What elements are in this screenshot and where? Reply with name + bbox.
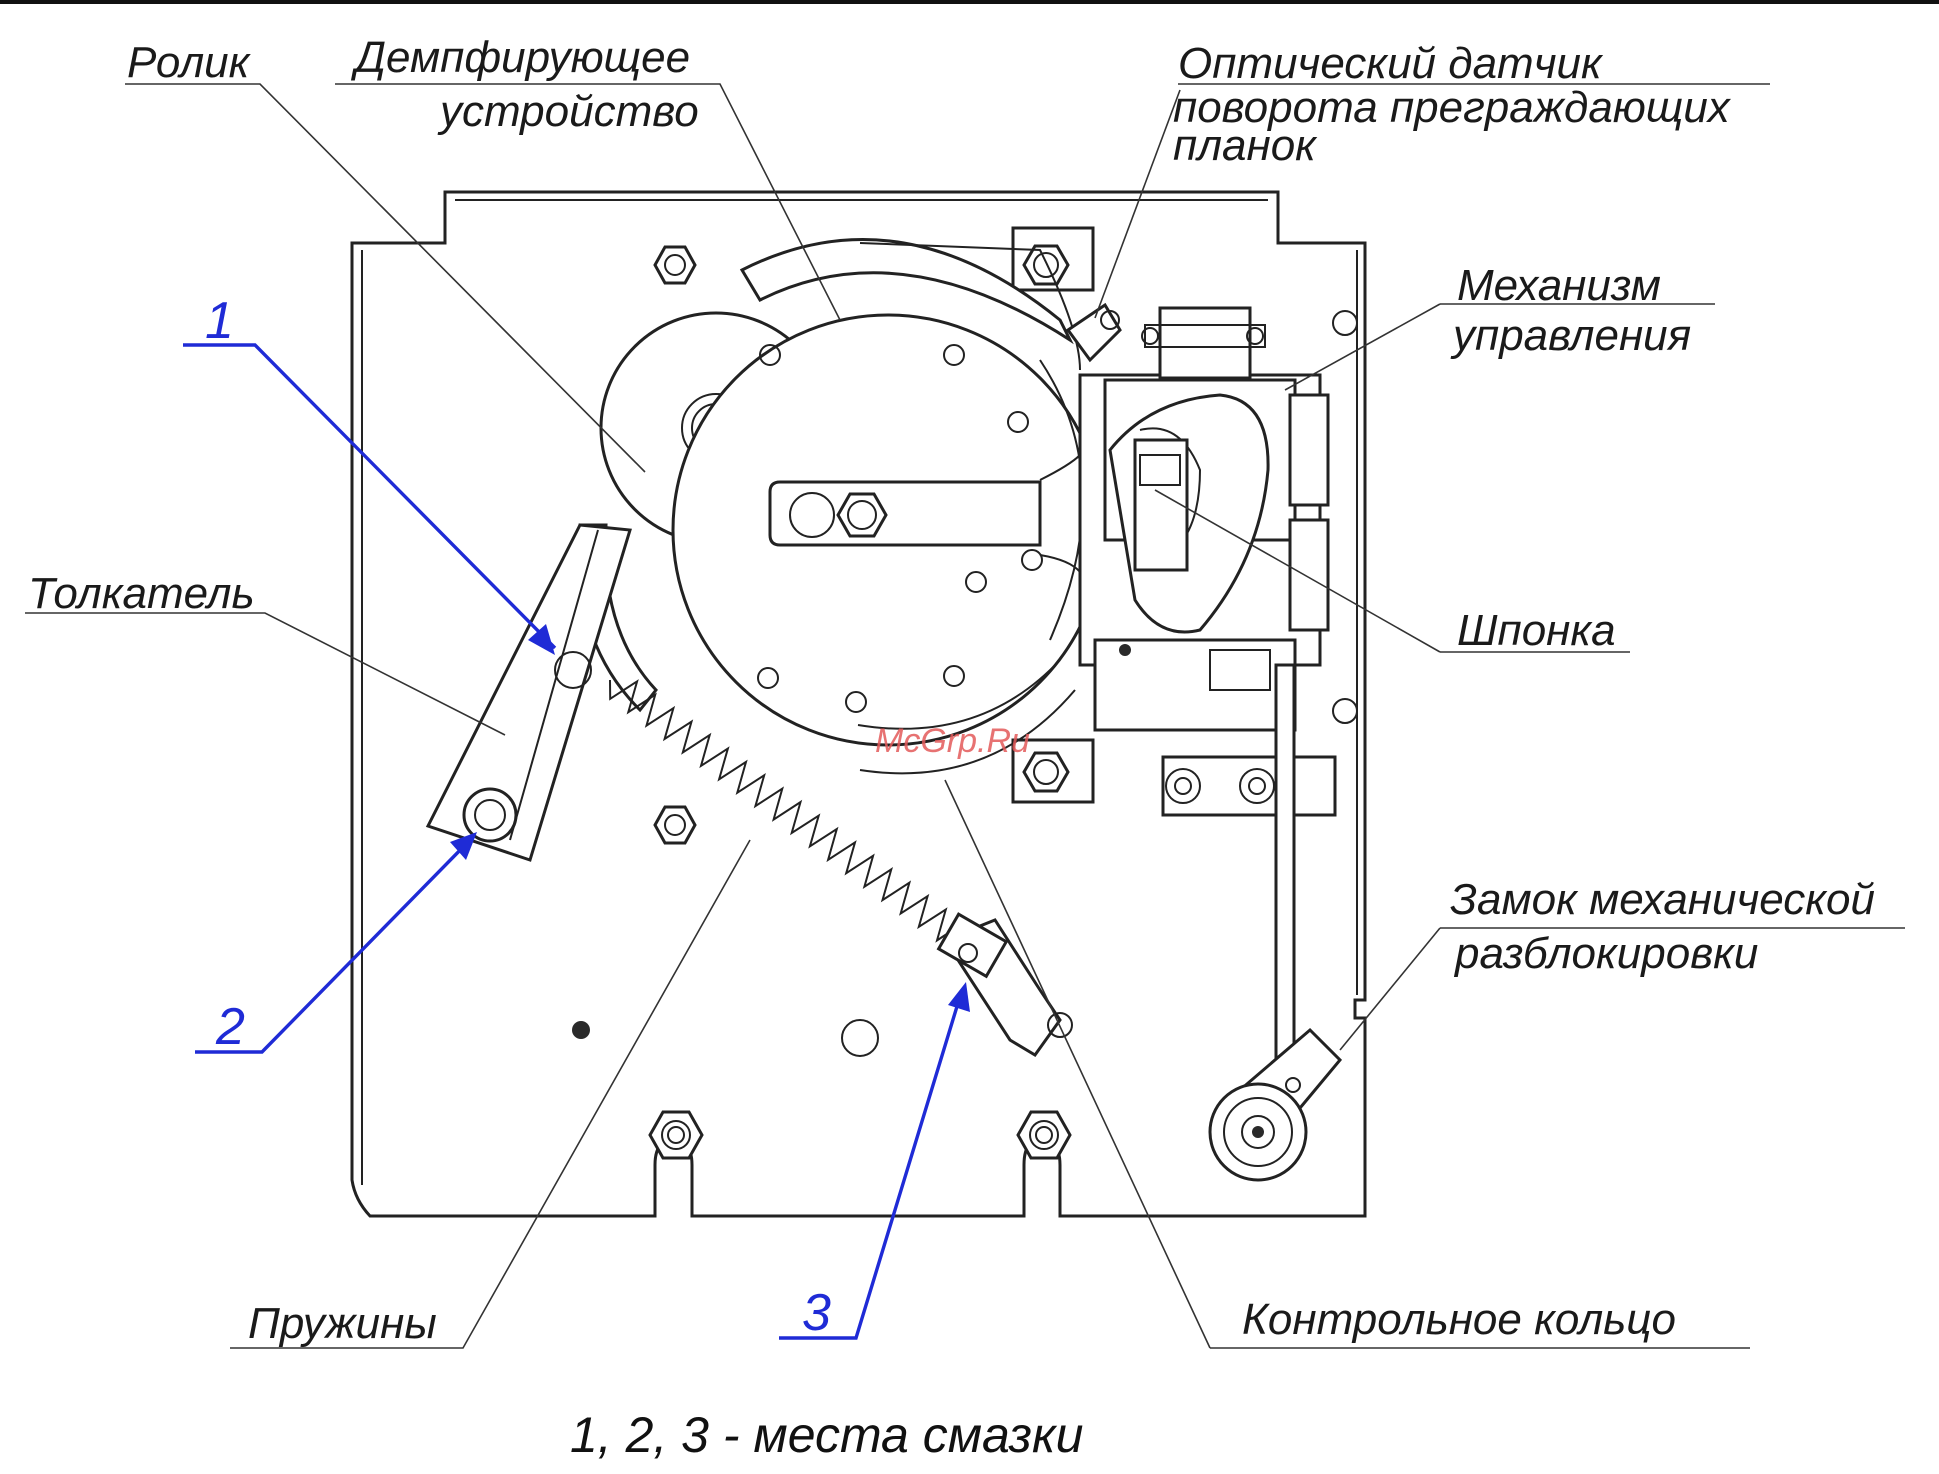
callout-1: 1: [205, 292, 234, 350]
callout-2: 2: [215, 998, 245, 1056]
label-springs: Пружины: [248, 1299, 437, 1348]
label-damper-line2: устройство: [437, 87, 699, 136]
mounting-nuts: [572, 226, 1358, 1160]
pusher: [425, 523, 632, 862]
label-ring: Контрольное кольцо: [1242, 1295, 1676, 1344]
label-lock-line2: разблокировки: [1453, 929, 1758, 978]
label-lock-line1: Замок механической: [1450, 875, 1875, 924]
label-control-line2: управления: [1450, 311, 1691, 360]
label-damper-line1: Демпфирующее: [350, 33, 690, 82]
watermark: McGrp.Ru: [875, 722, 1030, 760]
labels: Ролик Демпфирующее устройство Оптический…: [28, 33, 1875, 1463]
label-sensor-line2: поворота преграждающих: [1173, 83, 1732, 132]
mechanical-unlock-lock: [1208, 663, 1343, 1182]
spring: [609, 679, 1073, 1057]
label-key: Шпонка: [1457, 606, 1616, 655]
label-pusher: Толкатель: [28, 569, 255, 618]
caption: 1, 2, 3 - места смазки: [570, 1407, 1083, 1463]
leader-lines: [25, 83, 1905, 1349]
callout-3: 3: [802, 1284, 831, 1342]
label-sensor-line3: планок: [1173, 121, 1318, 170]
label-roller: Ролик: [127, 38, 252, 87]
label-sensor-line1: Оптический датчик: [1178, 39, 1604, 88]
lubrication-callouts: [183, 343, 970, 1340]
control-mechanism: [1078, 306, 1330, 732]
optical-sensor: [1039, 302, 1122, 573]
bottom-bracket: [1161, 755, 1337, 817]
label-control-line1: Механизм: [1457, 261, 1661, 310]
